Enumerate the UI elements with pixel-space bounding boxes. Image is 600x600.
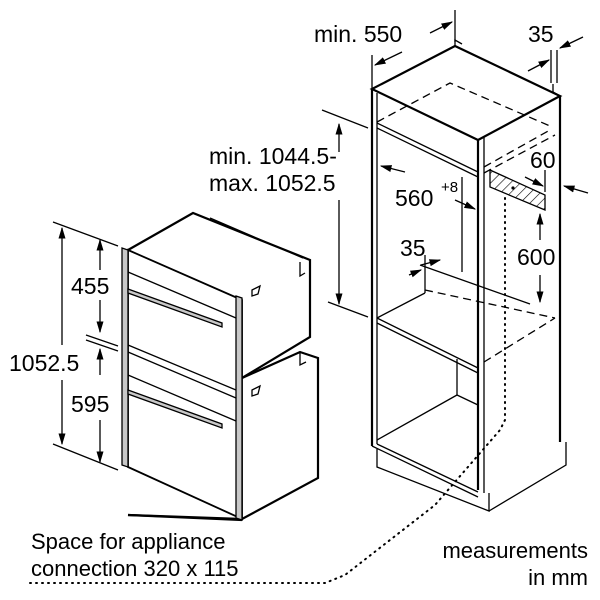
connection-space-note-line2: connection 320 x 115 [31,556,239,581]
total-height-label: 1052.5 [9,350,79,376]
upper-oven-handle [127,288,223,328]
cabinet-drawing [369,38,567,512]
vent-depth-label: 60 [530,147,556,173]
upper-oven-height-label: 455 [71,273,109,299]
units-note-line1: measurements [442,538,588,563]
vent-height-label: 600 [517,244,555,270]
dimension-lines [29,10,589,584]
inner-width-tolerance: +8 [441,179,458,196]
lower-oven-height-label: 595 [71,391,109,417]
lower-oven-handle [127,389,223,429]
niche-height-label-max: max. 1052.5 [209,170,336,196]
oven-drawing [121,211,320,522]
units-note-line2: in mm [528,565,588,590]
niche-height-label-min: min. 1044.5- [209,143,337,169]
connection-space-note-line1: Space for appliance [31,529,225,554]
shelf-setback-label: 35 [400,235,426,261]
rear-gap-label: 35 [528,21,554,47]
vent-opening [489,168,546,211]
inner-width-label: 560 [395,185,433,211]
cabinet-width-label: min. 550 [314,21,402,47]
